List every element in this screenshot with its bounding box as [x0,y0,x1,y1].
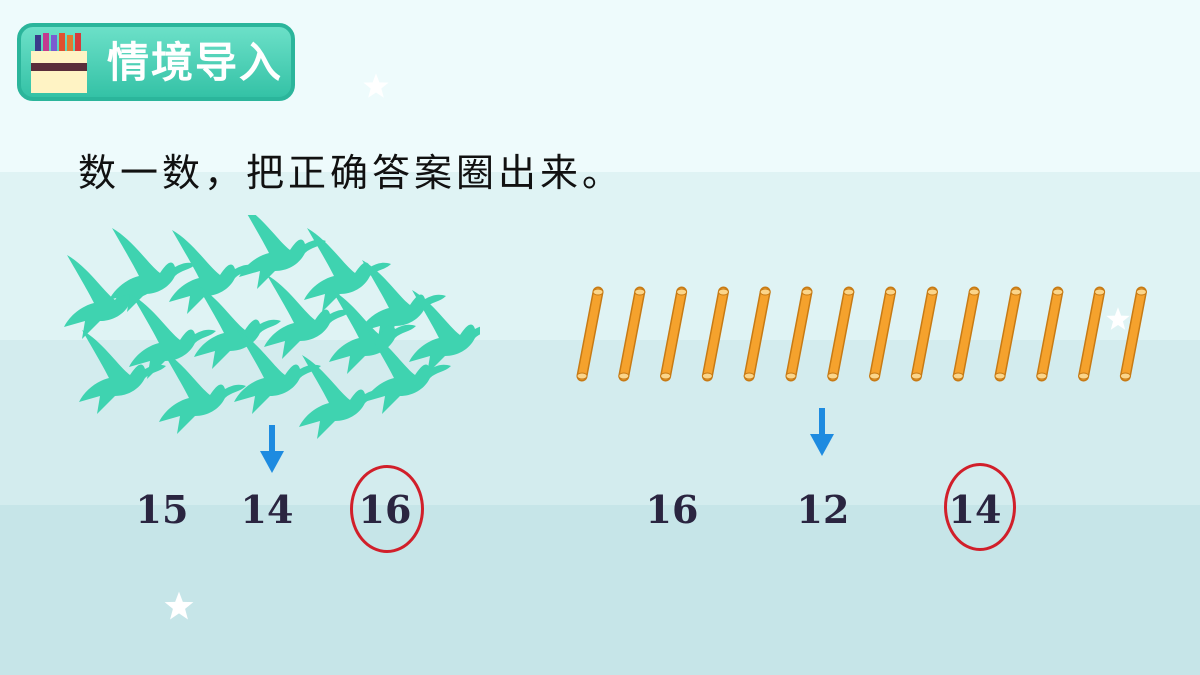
answer-circle [944,463,1016,551]
section-badge: 情境导入 [17,23,295,101]
instruction-text: 数一数，把正确答案圈出来。 [78,151,625,195]
stick-icon [994,286,1022,382]
arrow-down-icon [810,408,834,456]
arrow-down-icon [260,425,284,473]
option-number[interactable]: 15 [135,487,189,532]
stick-icon [618,286,646,382]
bird-icon [194,285,281,369]
bird-icon [79,330,166,414]
stick-icon [785,286,813,382]
stick-icon [910,286,938,382]
section-title: 情境导入 [107,38,284,87]
bird-icon [409,290,480,374]
star-icon [363,73,389,98]
stick-icon [1078,286,1106,382]
stick-icon [660,286,688,382]
option-number[interactable]: 16 [645,487,699,532]
stick-icon [869,286,897,382]
stick-icon [1119,286,1147,382]
bird-icon [304,228,391,312]
stick-icon [701,286,729,382]
stick-icon [1036,286,1064,382]
stick-icon [743,286,771,382]
crayon-box-icon [31,33,87,93]
stick-icon [827,286,855,382]
star-icon [164,591,194,620]
bird-icon [159,350,246,434]
bird-icon [239,215,326,289]
answer-circle [350,465,424,553]
option-number[interactable]: 14 [240,487,294,532]
star-icon [1106,307,1130,330]
stick-icon [576,286,604,382]
option-number[interactable]: 12 [796,487,850,532]
sticks-illustration [576,286,1147,382]
birds-illustration [64,215,480,439]
stick-icon [952,286,980,382]
